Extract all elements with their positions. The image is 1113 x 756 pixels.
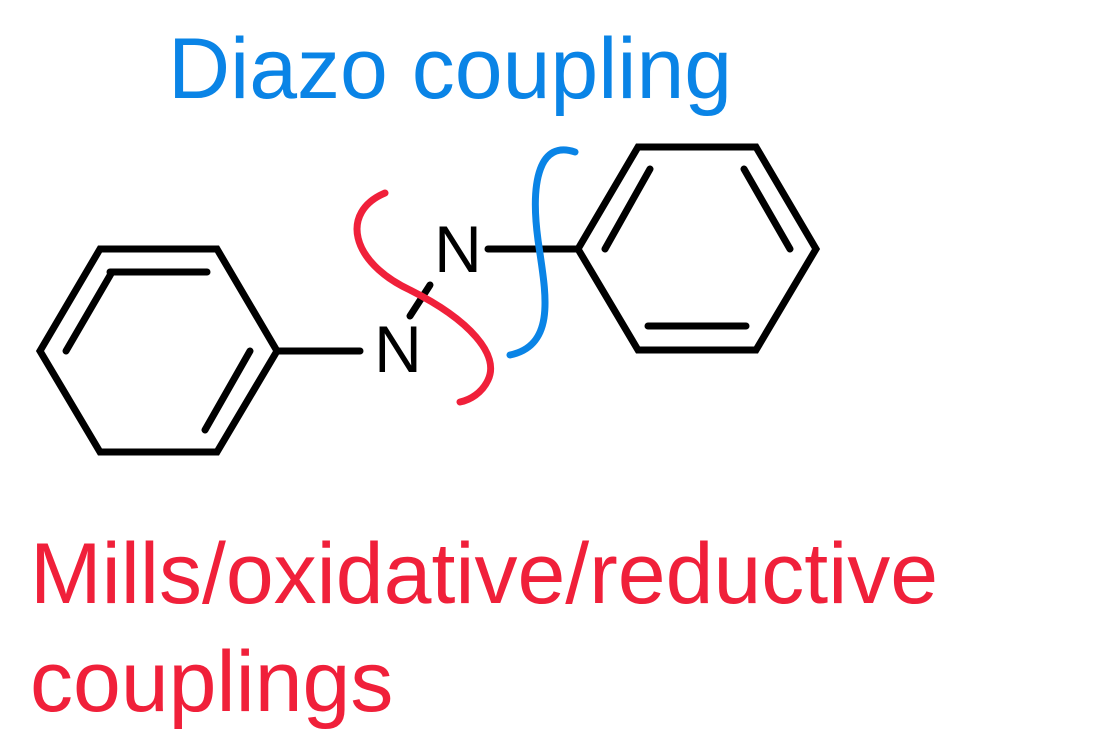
atom-n-upper: N [434,212,482,286]
right-ring-double-bond-3 [601,165,654,253]
mills-couplings-label-line1: Mills/oxidative/reductive [30,526,938,622]
left-ring-double-bond-3 [62,268,116,355]
diazo-coupling-label: Diazo coupling [168,21,732,117]
bond-n-n [406,281,434,320]
mills-disconnection-curve [353,189,495,406]
mills-couplings-label-line2: couplings [30,634,393,730]
diazo-disconnection-curve [506,146,579,359]
left-ring-outline [35,245,282,456]
right-benzene-ring [573,143,821,354]
right-ring-double-bond-2 [740,165,794,253]
right-ring-outline [573,143,821,354]
left-ring-double-bond-2 [201,347,254,434]
left-benzene-ring [35,245,282,456]
atom-n-lower: N [374,312,422,386]
